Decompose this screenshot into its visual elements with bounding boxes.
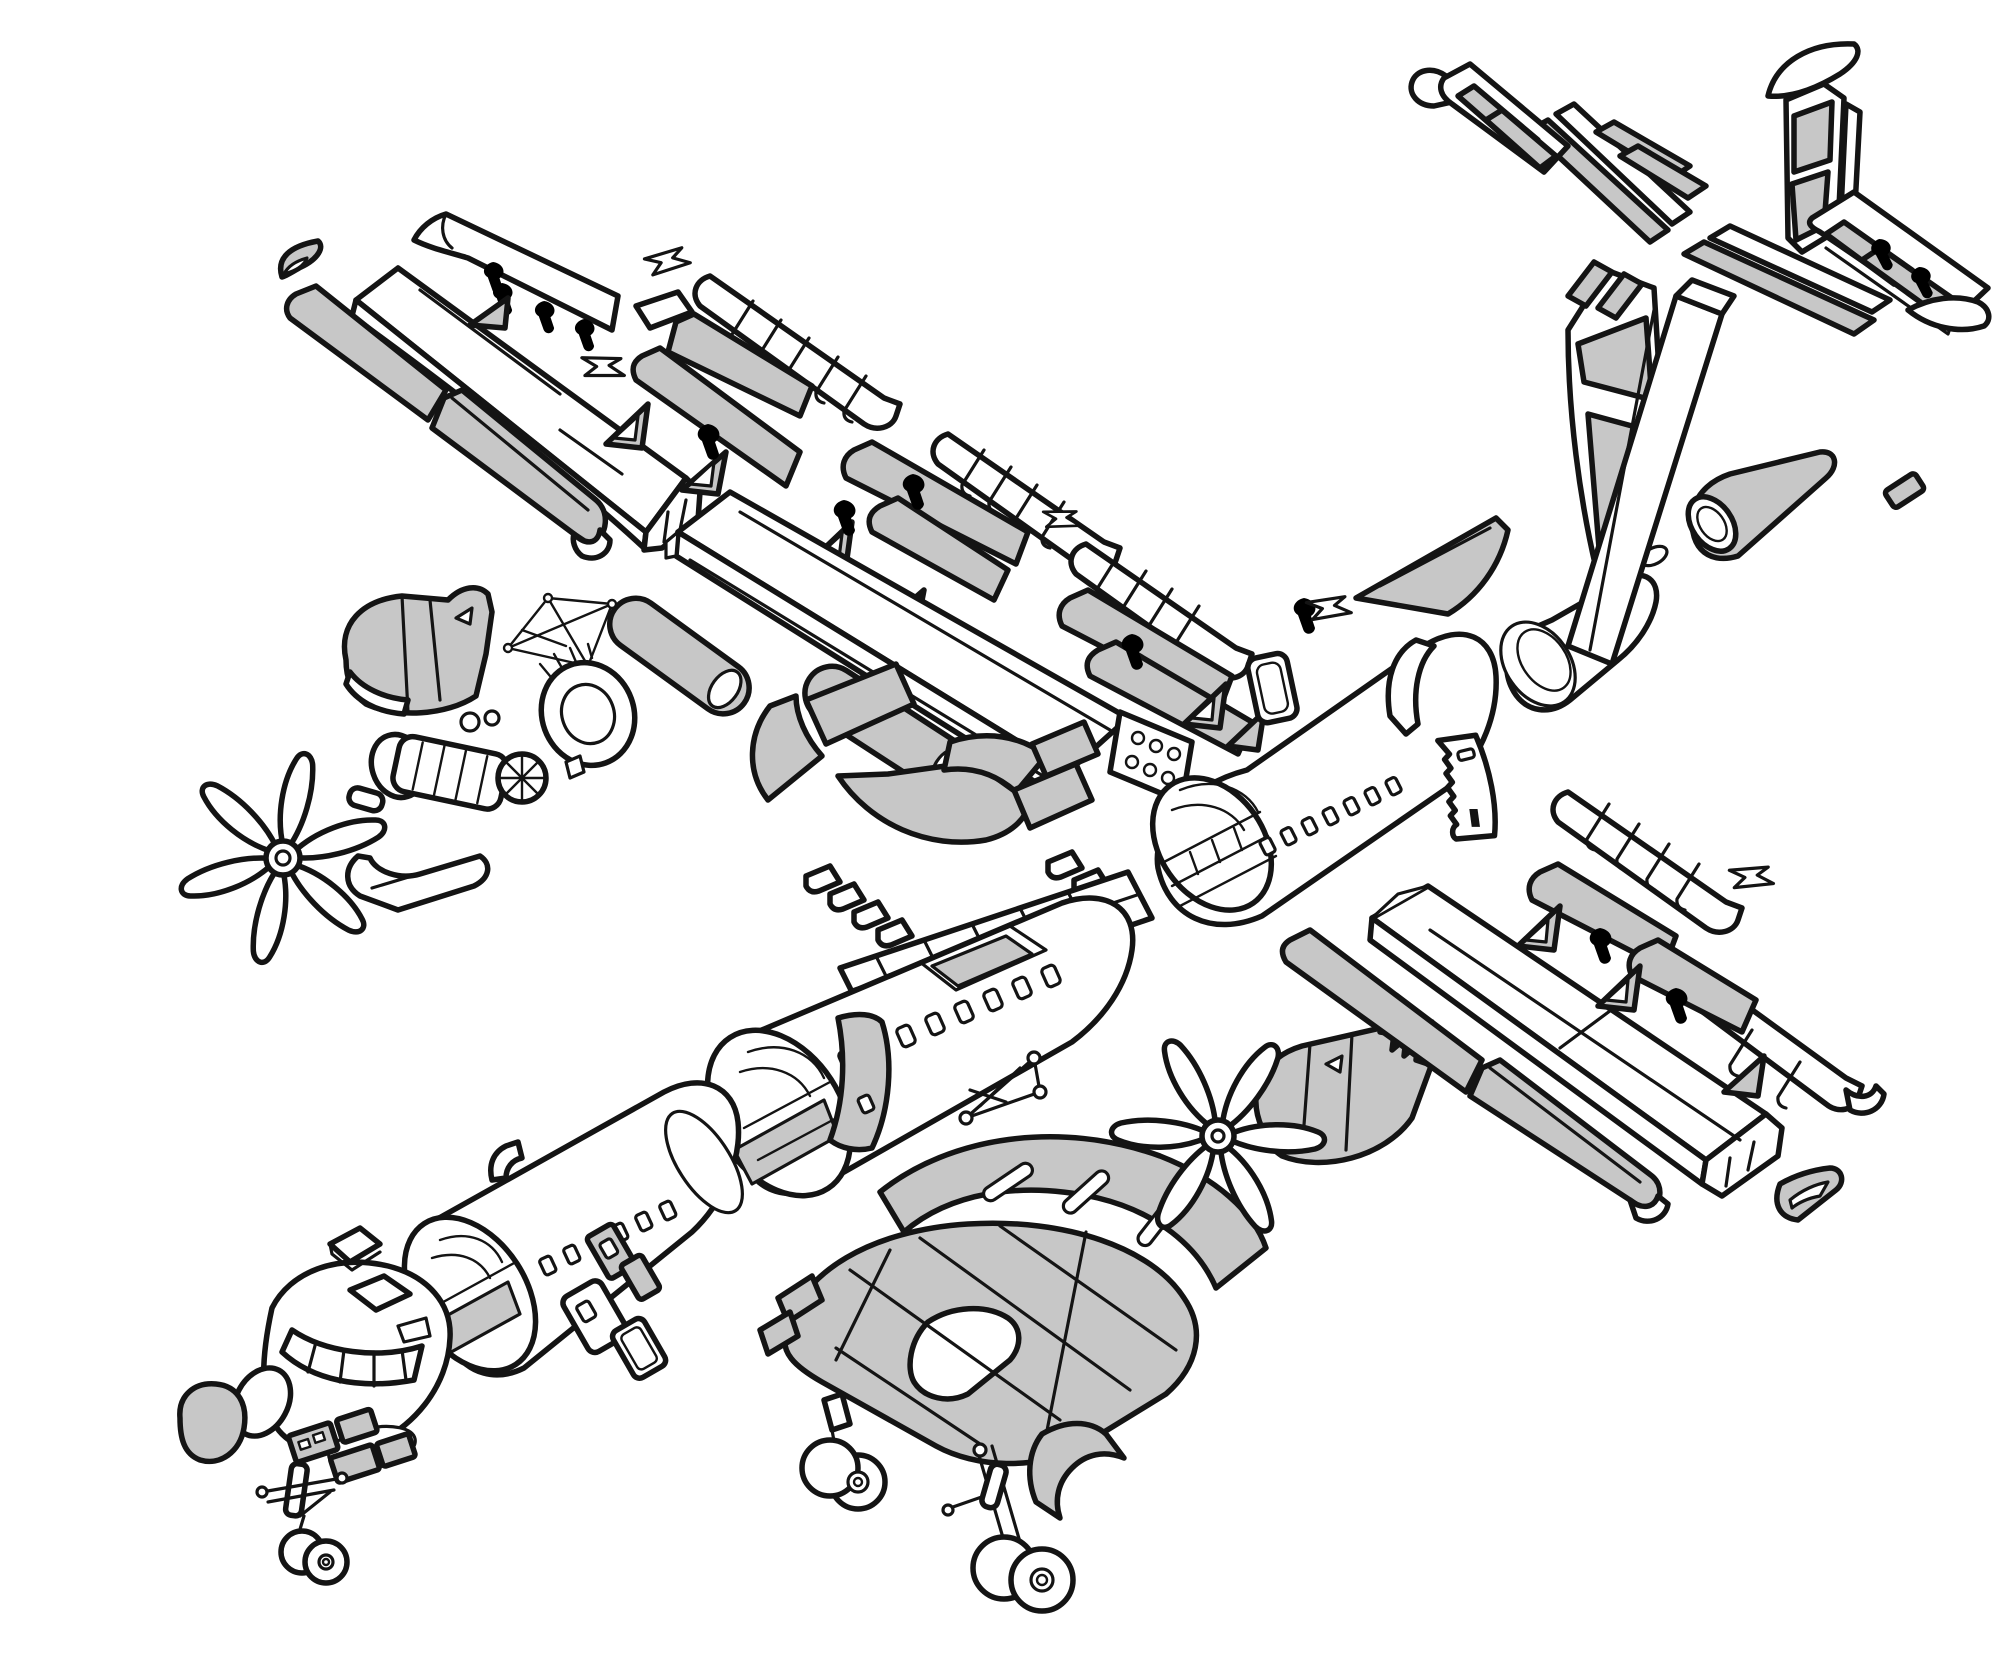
right-winglet-fairing [1774,1165,1845,1223]
door-liner [1385,637,1437,737]
flap-segment [840,439,1031,567]
flap-segment [866,495,1011,603]
center-spar-web [1107,709,1195,805]
fuselage-skin-panel [827,1011,892,1153]
belly-fairing-lower [757,1220,1200,1467]
center-leading-edge-fairing [607,595,752,717]
engine-mount-truss [502,592,618,672]
right-propeller [1112,1036,1325,1236]
elevator [1483,107,1559,171]
dorsal-fin-fillet [1353,515,1511,617]
flap-module-1 [603,273,903,497]
cabin-door-parts [560,1221,669,1381]
vertical-fin-spar [1565,277,1737,667]
right-wing-upper-half [1367,883,1785,1199]
rear-fuselage-section [1149,631,1499,928]
left-tailplane [1408,61,1571,175]
tire [799,1437,861,1499]
actuator-fairing [1721,1053,1767,1099]
exhaust-cone [1685,449,1838,562]
actuator-fairing [467,262,511,331]
firewall-bulkhead [538,642,638,780]
fin-tip-fairing [1765,41,1861,100]
hinge-bracket-icon [697,424,720,460]
left-outboard-wing-panel [411,211,621,352]
elevator-strips [1593,119,1709,201]
left-wing-slat [283,283,613,561]
roof-hatch-opening [347,1273,413,1313]
forward-fuselage-section [401,1080,744,1378]
left-wingtip-fairing [277,238,324,280]
cabin-windows [1258,776,1403,857]
slat-strip [1550,789,1745,935]
wing-root-fairing-cluster [749,661,1101,845]
flap-segment [1626,937,1759,1035]
cabin-windows [538,1199,678,1277]
left-lower-cowl [345,853,491,913]
arrow-icon [574,342,632,392]
hinge-bracket-icon [574,319,595,352]
misc-small-part [1882,471,1927,510]
left-engine-core [346,709,549,814]
radome [177,1381,248,1465]
hinge-bracket-icon [483,262,504,295]
landing-gear-support-truss [958,1050,1048,1126]
flap-segment [665,311,815,419]
hinge-bracket-icon [833,500,856,536]
flap-segment [630,345,803,489]
passenger-door-panel [1435,732,1498,842]
right-wing-slat [1279,927,1671,1224]
hinge-bracket-icon [534,301,555,334]
hinge-bracket-icon [1589,928,1612,964]
cockpit-section [230,1259,453,1472]
left-engine-cowling [341,585,495,717]
left-propeller [178,751,389,965]
passenger-door-frame [1245,650,1300,726]
arrow-icon [1723,854,1780,901]
stabilizer-edge-strips [1681,223,1893,337]
eyebrow-window [396,1316,432,1344]
cockpit-roof-hatch [327,1225,383,1272]
fin-root-wedges [1565,259,1645,321]
tip-fairing [1905,295,1992,333]
mid-fuselage-section [704,895,1136,1199]
main-gear-wheels-left [799,1391,888,1512]
antenna-tab [488,1139,525,1183]
right-tailplane [1806,189,1992,336]
main-gear-leg-right [941,1442,1076,1614]
hinge-bracket-icon [1665,988,1688,1024]
arrow-icon [641,242,694,281]
right-flap-module [1515,789,1767,1099]
main-gear-door [1027,1420,1127,1521]
nose-landing-gear [255,1460,350,1586]
flap-module-3 [1056,541,1316,757]
roof-cutout [918,924,1048,992]
actuator-fairing [1225,709,1267,753]
